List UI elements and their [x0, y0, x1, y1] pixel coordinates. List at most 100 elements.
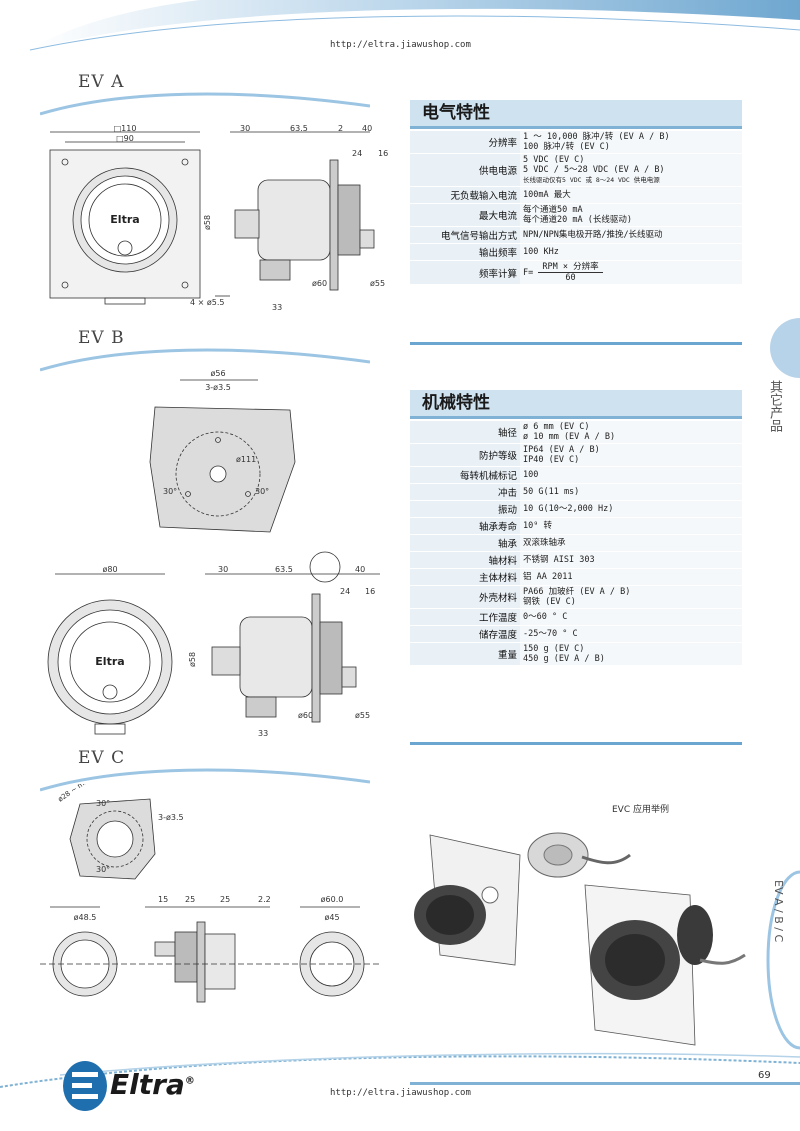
table-row: 分辨率 1 ～ 10,000 脉冲/转 (EV A / B)100 脉冲/转 (… [410, 131, 742, 154]
ev-c-a30-top: 30° [96, 799, 110, 808]
ev-c-d25a: 25 [185, 895, 195, 904]
spec-key: 冲击 [410, 483, 520, 501]
ev-a-d16: 16 [378, 149, 388, 158]
ev-b-d56: ø56 [210, 369, 225, 378]
header-url[interactable]: http://eltra.jiawushop.com [330, 40, 471, 50]
ev-b-d80: ø80 [102, 565, 117, 574]
ev-c-a30-bottom: 30° [96, 865, 110, 874]
spec-value: NPN/NPN集电极开路/推挽/长线驱动 [520, 226, 742, 244]
page-number: 69 [758, 1070, 771, 1081]
table-row: 无负载输入电流 100mA 最大 [410, 186, 742, 204]
ev-b-d16: 16 [365, 587, 375, 596]
ev-b-a30-left: 30° [163, 487, 177, 496]
ev-a-d55: ø55 [370, 279, 385, 288]
footer-wave [0, 1052, 800, 1088]
spec-value: 100 KHz [520, 243, 742, 261]
ev-a-holes: 4 × ø5.5 [190, 298, 225, 307]
ev-b-d40: 40 [355, 565, 365, 574]
frequency-formula: F= RPM × 分辨率 60 [520, 260, 742, 285]
electrical-panel: 电气特性 分辨率 1 ～ 10,000 脉冲/转 (EV A / B)100 脉… [410, 100, 742, 285]
spec-key: 无负载输入电流 [410, 186, 520, 204]
side-tab-category: 其它产品 [767, 380, 782, 432]
table-row: 储存温度-25～70 ° C [410, 625, 742, 643]
spec-value: 双滚珠轴承 [520, 534, 742, 552]
ev-a-drawing: □110 □90 Eltra 4 × ø5.5 30 63.5 2 40 24 … [49, 124, 388, 312]
ev-a-d40: 40 [362, 124, 372, 133]
spec-key: 防护等级 [410, 443, 520, 467]
footer-rule [410, 1082, 800, 1085]
ev-a-d58: ø58 [203, 215, 212, 230]
spec-value: 10 G(10～2,000 Hz) [520, 500, 742, 518]
ev-b-d63-5: 63.5 [275, 565, 293, 574]
ev-b-d55: ø55 [355, 711, 370, 720]
spec-value: 100 [520, 466, 742, 484]
spec-key: 振动 [410, 500, 520, 518]
spec-key: 轴径 [410, 421, 520, 444]
spec-value: ø 6 mm (EV C)ø 10 mm (EV A / B) [520, 421, 742, 444]
ev-a-dial-logo: Eltra [110, 213, 139, 226]
header-swoosh [29, 0, 800, 51]
ev-b-d30: 30 [218, 565, 228, 574]
spec-key: 轴承 [410, 534, 520, 552]
spec-key: 外壳材料 [410, 585, 520, 609]
spec-value: 150 g (EV C)450 g (EV A / B) [520, 642, 742, 666]
ev-b-d58: ø58 [188, 652, 197, 667]
ev-c-d48-5: ø48.5 [74, 913, 97, 922]
ev-b-holes: 3-ø3.5 [205, 383, 231, 392]
ev-a-d63-5: 63.5 [290, 124, 308, 133]
ev-b-d33: 33 [258, 729, 268, 738]
spec-value: 50 G(11 ms) [520, 483, 742, 501]
spec-key: 工作温度 [410, 608, 520, 626]
ev-c-d15: 15 [158, 895, 168, 904]
side-tab-bubble [770, 318, 800, 378]
spec-value: -25～70 ° C [520, 625, 742, 643]
spec-key: 每转机械标记 [410, 466, 520, 484]
ev-c-d45: ø45 [324, 913, 339, 922]
spec-key: 分辨率 [410, 131, 520, 154]
spec-value: 不锈钢 AISI 303 [520, 551, 742, 569]
side-tab-arc [766, 870, 800, 1050]
ev-b-d111: ø111 [236, 455, 256, 464]
spec-key: 频率计算 [410, 260, 520, 285]
table-row: 轴材料不锈钢 AISI 303 [410, 551, 742, 569]
ev-a-d24: 24 [352, 149, 362, 158]
table-row: 频率计算 F= RPM × 分辨率 60 [410, 260, 742, 285]
spec-key: 主体材料 [410, 568, 520, 586]
mechanical-divider [410, 742, 742, 745]
eltra-logo-text: Eltra® [110, 1068, 195, 1101]
table-row: 输出频率 100 KHz [410, 243, 742, 261]
eltra-logo-mark [63, 1061, 107, 1111]
ev-b-dial-logo: Eltra [95, 655, 124, 668]
spec-value: 100mA 最大 [520, 186, 742, 204]
spec-value: 10⁹ 转 [520, 517, 742, 535]
ev-a-d60: ø60 [312, 279, 327, 288]
table-row: 电气信号输出方式 NPN/NPN集电极开路/推挽/长线驱动 [410, 226, 742, 244]
spec-value: 铝 AA 2011 [520, 568, 742, 586]
ev-b-drawing: ø56 3-ø3.5 ø111 30° 30° ø80 Eltra 30 63.… [47, 369, 380, 738]
spec-value: 1 ～ 10,000 脉冲/转 (EV A / B)100 脉冲/转 (EV C… [520, 131, 742, 154]
spec-key: 储存温度 [410, 625, 520, 643]
ev-c-d2-2: 2.2 [258, 895, 271, 904]
ev-c-d25b: 25 [220, 895, 230, 904]
table-row: 供电电源 5 VDC (EV C)5 VDC / 5～28 VDC (EV A … [410, 153, 742, 187]
ev-b-d24: 24 [340, 587, 350, 596]
ev-b-d60: ø60 [298, 711, 313, 720]
ev-c-d28: ø28 ~ mm [57, 784, 92, 804]
ev-c-drawing: ø28 ~ mm 30° 30° 3-ø3.5 ø48.5 15 25 25 2… [40, 784, 380, 1003]
ev-c-holes: 3-ø3.5 [158, 813, 184, 822]
app-example-illustration [414, 832, 746, 1046]
spec-key: 重量 [410, 642, 520, 666]
footer-url[interactable]: http://eltra.jiawushop.com [330, 1088, 471, 1098]
spec-key: 轴承寿命 [410, 517, 520, 535]
spec-key: 电气信号输出方式 [410, 226, 520, 244]
